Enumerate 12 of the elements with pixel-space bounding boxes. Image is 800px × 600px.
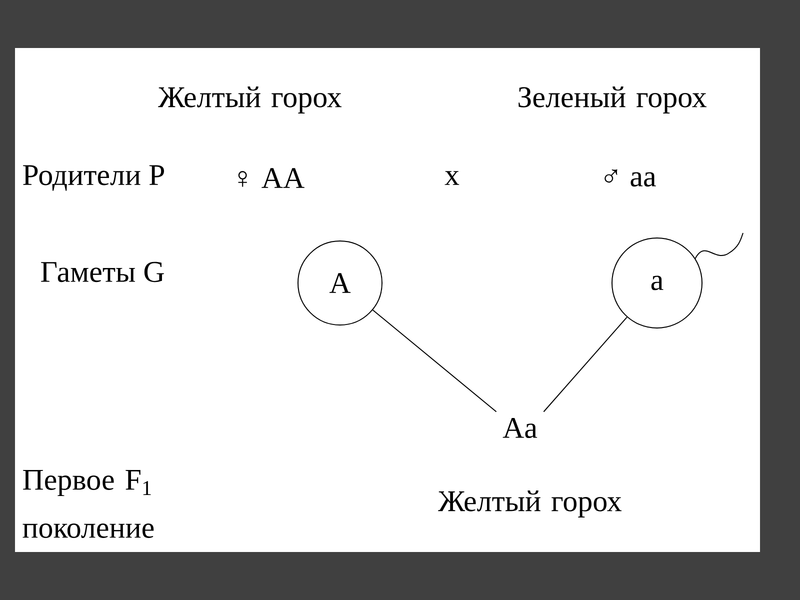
cross-sign: x [444, 171, 460, 185]
genotype-label: Aa [502, 418, 538, 438]
genotype-label: ♂ aa [604, 169, 656, 187]
genotype-label: ♀ AA [238, 168, 304, 188]
connector-line [543, 316, 628, 412]
row-label: Гаметы G [41, 262, 164, 282]
phenotype-label: Желтый горох [158, 86, 342, 114]
row-label: Первое F$_{1}$ поколение [22, 470, 154, 538]
phenotype-label: Зеленый горох [518, 86, 706, 114]
connector-line [372, 310, 497, 412]
row-label: Родители P [23, 165, 164, 191]
phenotype-label: Желтый горох [438, 490, 622, 518]
